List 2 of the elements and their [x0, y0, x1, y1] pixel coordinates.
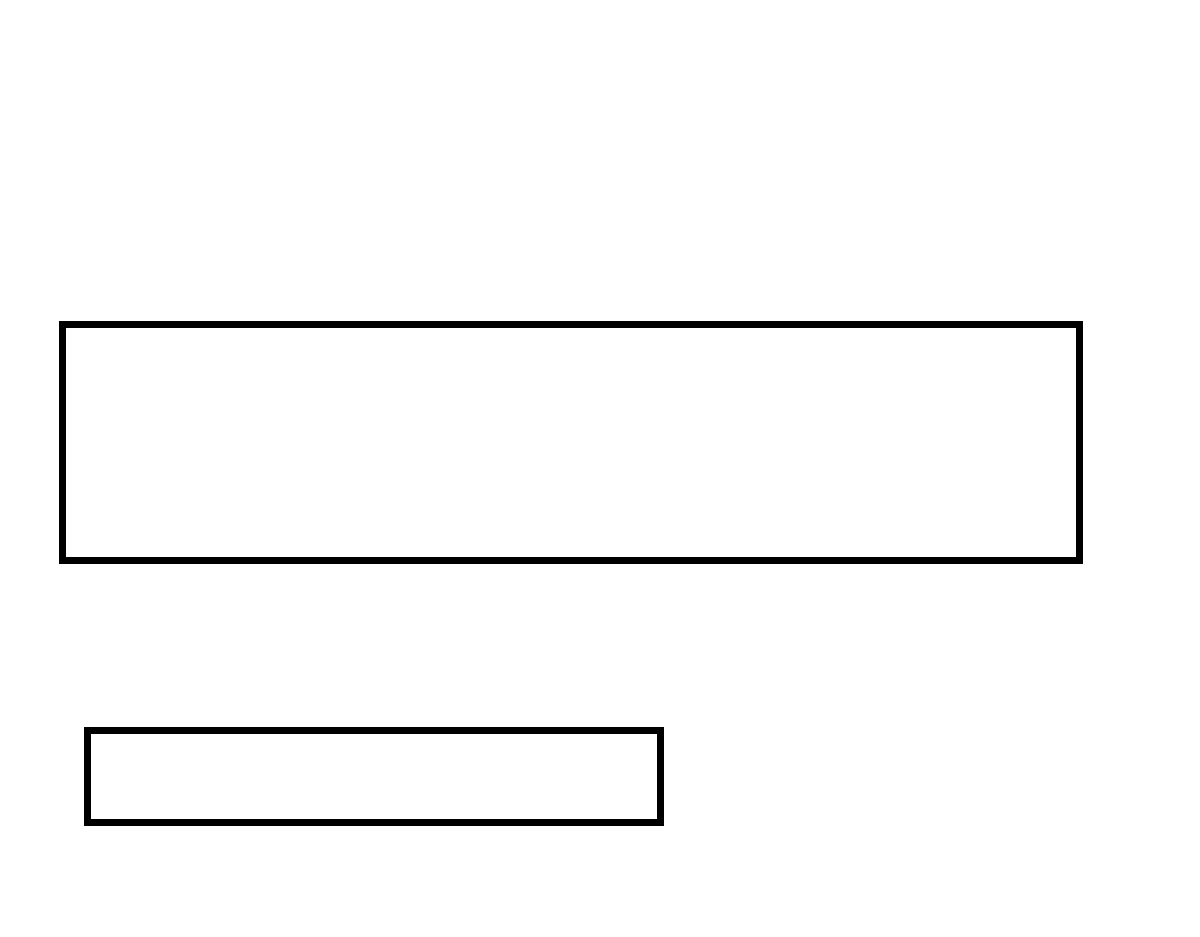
- empty-box: [59, 321, 1083, 564]
- empty-box: [84, 727, 664, 826]
